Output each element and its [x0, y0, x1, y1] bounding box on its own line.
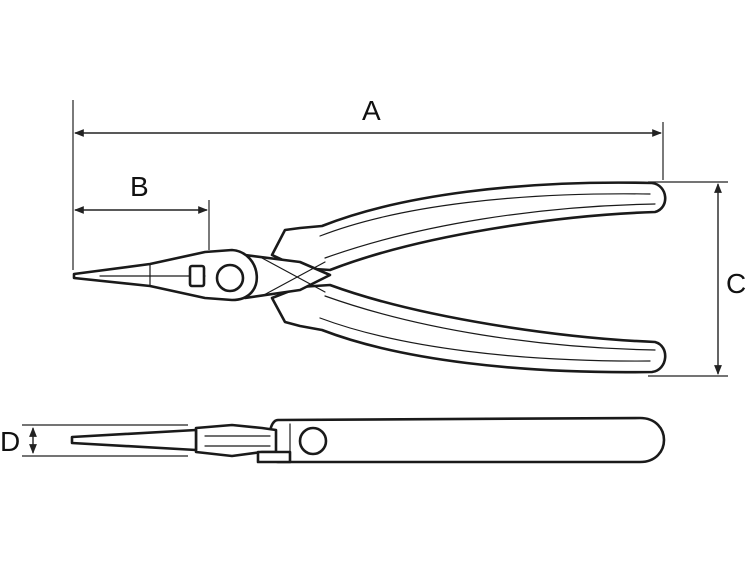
- dim-b-label: B: [130, 171, 149, 202]
- pliers-side-view: [70, 416, 666, 464]
- pliers-top-view: [72, 181, 667, 374]
- upper-handle-inner-line: [319, 193, 651, 237]
- side-nose: [70, 428, 198, 452]
- joint-cross-line-1: [261, 257, 326, 293]
- side-pivot-screw: [298, 426, 328, 456]
- jaw-nose: [72, 248, 259, 302]
- lower-handle-inner-line: [319, 317, 651, 362]
- lower-handle-inner-line-2: [324, 295, 656, 351]
- dimension-c: C: [648, 181, 746, 377]
- jaw-rivet-plate: [188, 264, 206, 288]
- upper-handle-inner-line-2: [324, 203, 656, 259]
- dim-a-label: A: [362, 95, 381, 126]
- side-spring-tab: [256, 450, 292, 464]
- dimension-d: D: [0, 424, 188, 457]
- side-handle: [267, 416, 666, 464]
- dimension-b: B: [74, 171, 210, 250]
- pivot-screw: [215, 263, 245, 293]
- dim-d-label: D: [0, 426, 20, 457]
- dimension-a: A: [72, 95, 664, 270]
- upper-handle: [270, 181, 667, 272]
- lower-handle: [270, 283, 667, 374]
- dim-c-label: C: [726, 268, 746, 299]
- joint-cross-line-2: [261, 261, 326, 297]
